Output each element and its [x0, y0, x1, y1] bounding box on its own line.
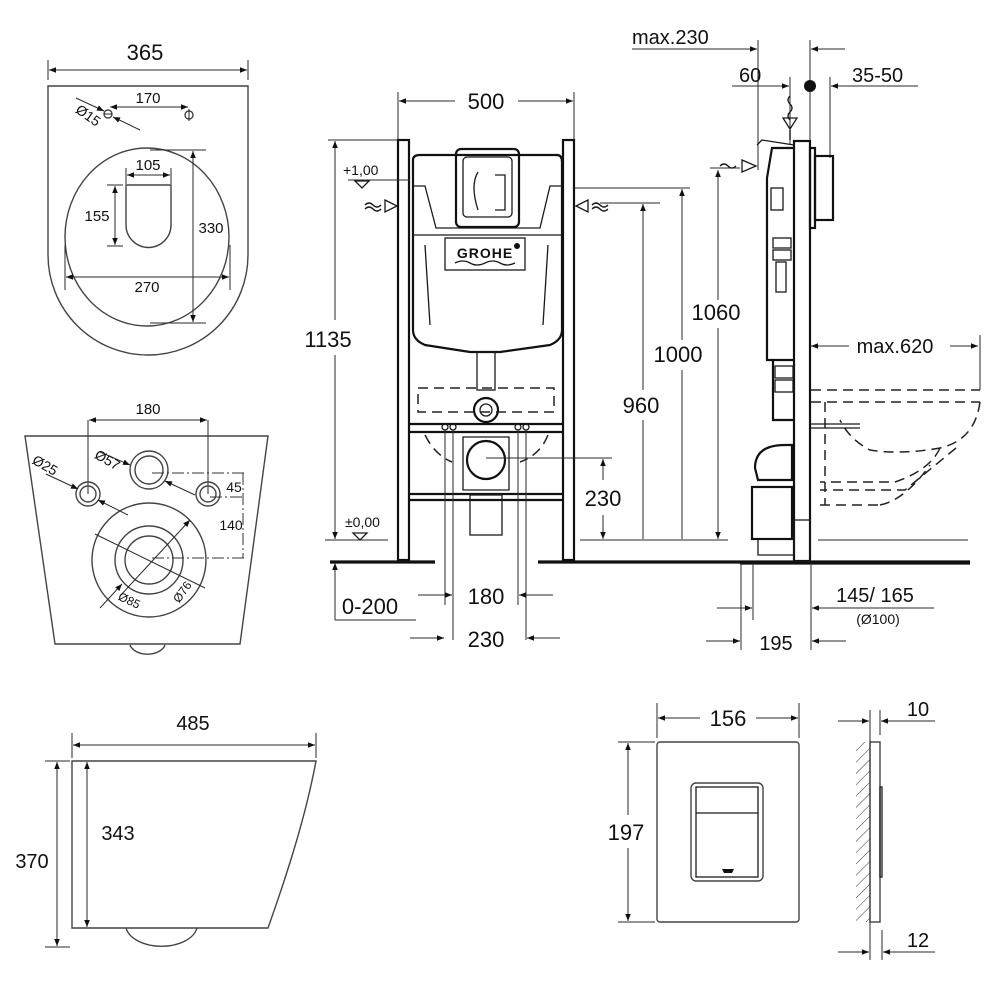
brand-mark-icon	[722, 869, 734, 873]
dim-max230: max.230	[632, 27, 709, 49]
brand-dot	[514, 243, 520, 249]
dim-d100: (Ø100)	[856, 611, 900, 627]
water-inlet	[129, 450, 169, 490]
dim-0-200: 0-200	[342, 594, 398, 619]
flush-plate-side-mount	[813, 154, 835, 222]
outlet-outer	[91, 502, 207, 618]
dim-155: 155	[84, 208, 109, 225]
flush-actuator-frame	[454, 147, 521, 229]
dim-10: 10	[907, 699, 929, 721]
cistern-body	[411, 153, 564, 354]
dim-960: 960	[623, 393, 660, 418]
dim-d25: Ø25	[30, 452, 61, 479]
dim-45: 45	[226, 479, 242, 495]
dim-35-50: 35-50	[852, 65, 903, 87]
bowl-rear-outline	[24, 435, 269, 645]
flush-plate-side-view: 10 12	[838, 699, 935, 960]
dim-370: 370	[15, 851, 48, 873]
bowl-outline	[47, 85, 249, 356]
waste-outlet	[465, 439, 507, 481]
valve-symbol	[770, 187, 784, 211]
brand-logo: GROHE	[457, 245, 513, 261]
dim-485: 485	[176, 713, 209, 735]
frame-front-view: 500 GROHE	[304, 89, 970, 652]
dim-1000: 1000	[654, 342, 703, 367]
bowl-side-foot	[125, 927, 198, 947]
waste-pipe	[750, 485, 794, 541]
dim-230-frame: 230	[468, 627, 505, 652]
dim-197: 197	[608, 820, 645, 845]
dim-330: 330	[198, 220, 223, 237]
dim-max620: max.620	[857, 336, 934, 358]
dim-156: 156	[710, 706, 747, 731]
wall-hatch	[856, 742, 870, 922]
dim-180-rear: 180	[135, 401, 160, 418]
dim-105: 105	[135, 157, 160, 174]
bowl-top-view: 365 170 Ø15 105 155 330 270	[47, 40, 249, 356]
dim-145-165: 145/ 165	[836, 585, 914, 607]
flush-plate-profile	[869, 741, 881, 923]
dim-230-outlet: 230	[585, 486, 622, 511]
reference-dot	[804, 80, 816, 92]
bowl-rear-foot	[129, 644, 166, 655]
dim-1135: 1135	[304, 327, 351, 352]
level-zero: ±0,00	[345, 514, 380, 530]
level-top: +1,00	[343, 162, 379, 178]
dim-180-frame: 180	[468, 584, 505, 609]
fixing-hole-right	[195, 481, 221, 507]
dim-195: 195	[759, 633, 792, 655]
bowl-rim	[64, 147, 230, 327]
frame-side-view: max.230 60 35-50	[632, 27, 981, 655]
dim-500: 500	[468, 89, 505, 114]
frame-upright-right	[561, 138, 576, 562]
waste-elbow	[753, 443, 794, 482]
brand-plate	[444, 237, 526, 271]
dim-170: 170	[135, 90, 160, 107]
dim-270: 270	[134, 279, 159, 296]
bowl-side-outline	[71, 760, 317, 929]
frame-side-upright	[792, 139, 812, 563]
dim-1060: 1060	[692, 300, 741, 325]
frame-upright-left	[396, 138, 411, 562]
dim-365: 365	[127, 40, 164, 65]
outlet-inner	[124, 535, 174, 585]
dim-12: 12	[907, 930, 929, 952]
flush-pipe	[476, 351, 496, 391]
flush-plate	[656, 741, 800, 923]
bowl-rear-view: 180 Ø25 Ø57 Ø76 Ø85 45 140	[24, 401, 269, 655]
cistern-side-body	[765, 146, 794, 362]
bowl-side-view: 485 370 343	[15, 713, 317, 948]
dim-d15: Ø15	[73, 101, 104, 129]
waste-connector	[469, 494, 503, 536]
dim-60: 60	[739, 65, 761, 87]
outlet-mid	[114, 525, 184, 595]
flush-pipe-bend	[472, 396, 500, 424]
dim-140: 140	[219, 517, 243, 533]
dim-343: 343	[101, 823, 134, 845]
flush-plate-front-view: 156 197	[608, 703, 800, 923]
flush-button-frame	[690, 782, 764, 882]
bowl-outlet	[125, 184, 172, 249]
dim-d57: Ø57	[92, 446, 123, 473]
fixing-hole-left	[75, 481, 101, 507]
